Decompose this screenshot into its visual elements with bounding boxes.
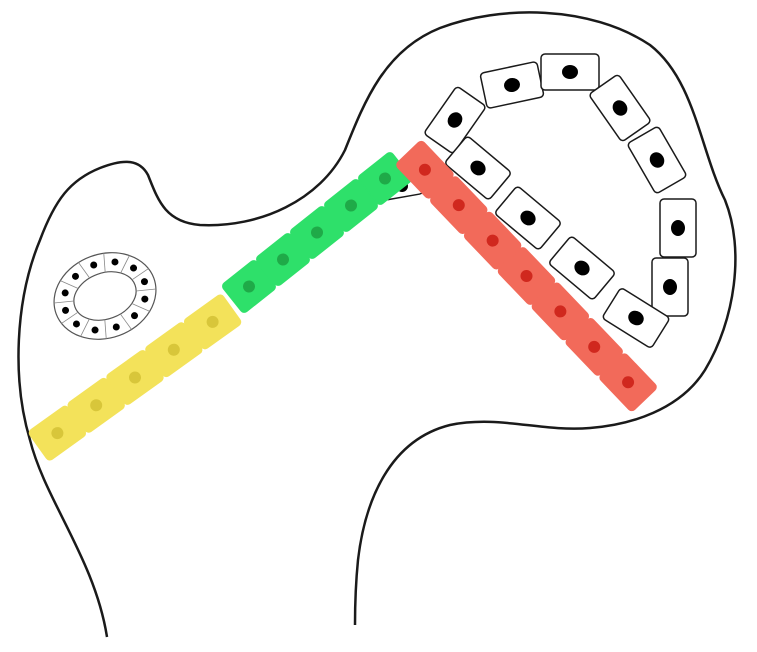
vessel-nucleus bbox=[72, 320, 80, 328]
white-cell bbox=[627, 126, 687, 194]
white-cell bbox=[659, 198, 697, 258]
vessel-cell-border bbox=[120, 255, 130, 274]
nucleus bbox=[470, 160, 486, 176]
white-cell bbox=[589, 74, 651, 142]
cell-chains bbox=[28, 140, 657, 461]
nucleus bbox=[574, 260, 590, 276]
white-cell-ring bbox=[380, 53, 697, 348]
white-cell bbox=[424, 86, 486, 154]
nucleus bbox=[612, 100, 628, 116]
vessel-nucleus bbox=[112, 323, 120, 331]
vessel-cell-border bbox=[136, 288, 156, 292]
tissue-outline bbox=[17, 11, 737, 638]
nucleus bbox=[628, 310, 644, 326]
nucleus bbox=[486, 234, 499, 247]
white-cell bbox=[540, 53, 600, 91]
nucleus bbox=[345, 199, 357, 212]
nucleus bbox=[129, 371, 141, 384]
green-cell bbox=[324, 179, 378, 232]
yellow-cell bbox=[28, 405, 87, 461]
vessel-cell-border bbox=[131, 303, 150, 312]
nucleus bbox=[562, 65, 578, 79]
vessel-cell-border bbox=[60, 280, 79, 289]
yellow-cell bbox=[67, 377, 125, 433]
vessel-cell-border bbox=[80, 318, 90, 337]
nucleus bbox=[554, 305, 567, 318]
vessel-nucleus bbox=[90, 261, 98, 269]
nucleus bbox=[418, 163, 431, 176]
white-cell bbox=[549, 236, 615, 300]
green-cell bbox=[290, 206, 344, 259]
nucleus bbox=[671, 220, 685, 236]
vessel-cell-border bbox=[104, 319, 107, 339]
blood-vessel bbox=[53, 252, 157, 340]
nucleus bbox=[206, 315, 219, 328]
nucleus bbox=[90, 399, 103, 412]
vessel-cell-border bbox=[120, 313, 132, 330]
nucleus bbox=[51, 427, 64, 440]
vessel-cell-border bbox=[103, 253, 106, 273]
red-cell bbox=[599, 353, 657, 412]
red-cell bbox=[430, 176, 488, 235]
vessel-nucleus bbox=[61, 289, 69, 297]
nucleus bbox=[588, 340, 601, 353]
vessel-nucleus bbox=[130, 264, 138, 272]
nucleus bbox=[452, 199, 465, 212]
yellow-cell bbox=[145, 322, 203, 378]
vessel-nucleus bbox=[141, 295, 149, 303]
nucleus bbox=[504, 77, 520, 93]
vessel-cell-border bbox=[61, 311, 79, 324]
green-cell bbox=[256, 233, 310, 286]
red-cell bbox=[531, 282, 590, 341]
red-cell bbox=[565, 317, 623, 376]
red-cell bbox=[396, 140, 454, 199]
yellow-cell bbox=[183, 294, 242, 350]
vessel-cell-border bbox=[78, 262, 90, 279]
yellow-cell bbox=[106, 350, 164, 405]
white-cell bbox=[651, 257, 689, 317]
nucleus bbox=[663, 279, 677, 295]
white-cell bbox=[479, 61, 545, 109]
green-cell bbox=[222, 260, 276, 313]
vessel-nucleus bbox=[91, 326, 99, 334]
vessel-nucleus bbox=[111, 258, 119, 266]
nucleus bbox=[520, 210, 536, 226]
nucleus bbox=[277, 253, 289, 266]
white-cell bbox=[602, 288, 670, 348]
vessel-nucleus bbox=[140, 278, 148, 286]
nucleus bbox=[311, 226, 323, 239]
nucleus bbox=[167, 343, 180, 356]
nucleus bbox=[379, 172, 391, 185]
red-cell bbox=[463, 211, 522, 270]
vessel-nucleus bbox=[71, 272, 79, 280]
nucleus bbox=[243, 280, 255, 293]
vessel-nucleus bbox=[62, 306, 70, 314]
nucleus bbox=[520, 270, 533, 282]
white-cell bbox=[495, 186, 561, 250]
nucleus bbox=[447, 112, 463, 128]
red-cell bbox=[497, 247, 556, 305]
vessel-lumen bbox=[73, 271, 137, 321]
vessel-cell-border bbox=[54, 300, 74, 304]
nucleus bbox=[649, 152, 665, 168]
vessel-cell-border bbox=[131, 268, 149, 281]
nucleus bbox=[622, 376, 635, 389]
white-cell bbox=[445, 136, 511, 200]
vessel-nucleus bbox=[131, 312, 139, 320]
